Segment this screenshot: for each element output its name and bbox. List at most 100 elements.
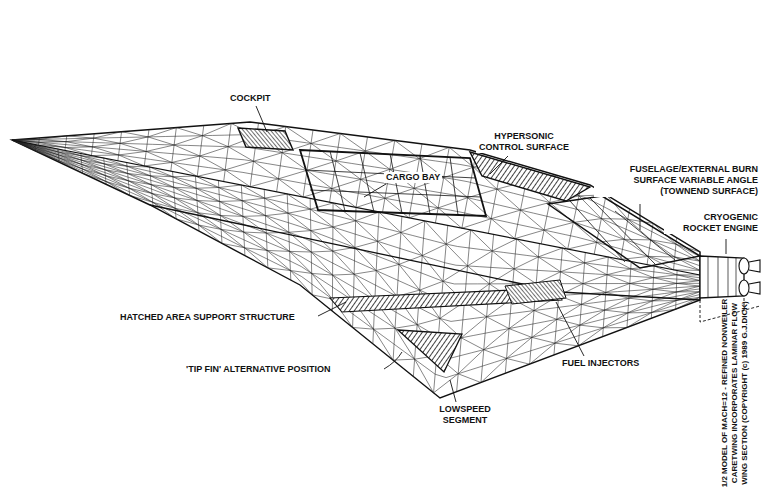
mesh-line xyxy=(303,189,332,198)
mesh-line xyxy=(652,300,676,301)
mesh-line xyxy=(492,251,514,269)
mesh-line xyxy=(628,219,651,240)
mesh-line xyxy=(311,251,333,253)
mesh-line xyxy=(484,350,507,359)
mesh-line xyxy=(507,358,530,364)
cargo-bay-frames xyxy=(305,151,481,215)
mesh-line xyxy=(36,151,59,161)
mesh-line xyxy=(290,251,312,253)
mesh-line xyxy=(607,269,631,275)
mesh-line xyxy=(530,244,540,365)
mesh-line xyxy=(91,134,94,156)
mesh-line xyxy=(66,142,92,147)
mesh-line xyxy=(555,343,578,346)
mesh-line xyxy=(585,257,609,263)
mesh-line xyxy=(146,151,172,162)
mesh-line xyxy=(401,221,425,232)
mesh-line xyxy=(378,232,401,241)
mesh-line xyxy=(148,128,176,137)
mesh-line xyxy=(130,195,153,202)
mesh-line xyxy=(557,304,582,319)
mesh-line xyxy=(289,231,311,233)
mesh-line xyxy=(514,269,536,284)
mesh-line xyxy=(225,161,253,170)
mesh-line xyxy=(265,213,288,215)
mesh-line xyxy=(393,217,402,361)
mesh-line xyxy=(434,374,459,393)
mesh-line xyxy=(580,325,603,328)
mesh-line xyxy=(399,264,420,290)
mesh-line xyxy=(106,181,130,195)
mesh-line xyxy=(241,185,245,256)
part-label: HATCHED AREA SUPPORT STRUCTURE xyxy=(118,312,297,323)
mesh-line xyxy=(628,301,652,313)
mesh-line xyxy=(219,185,242,187)
mesh-line xyxy=(122,132,148,137)
mesh-line xyxy=(250,179,278,187)
mesh-line xyxy=(265,194,288,198)
fuel-injectors xyxy=(505,280,566,304)
mesh-line xyxy=(468,251,493,266)
burn-surface-ribs xyxy=(570,198,675,264)
mesh-line xyxy=(197,200,220,202)
mesh-line xyxy=(544,222,573,230)
mesh-line xyxy=(39,141,66,143)
mesh-line xyxy=(81,160,104,164)
part-label: HYPERSONIC CONTROL SURFACE xyxy=(476,131,572,153)
mesh-line xyxy=(104,164,127,174)
mesh-line xyxy=(82,164,105,169)
mesh-line xyxy=(353,327,374,329)
mesh-line xyxy=(12,140,700,284)
mesh-line xyxy=(12,140,36,151)
mesh-line xyxy=(144,162,172,166)
mesh-line xyxy=(491,219,515,239)
mesh-line xyxy=(652,309,676,312)
mesh-line xyxy=(196,188,219,201)
mesh-line xyxy=(253,161,278,179)
mesh-line xyxy=(677,283,700,286)
mesh-line xyxy=(221,229,244,232)
mesh-line xyxy=(462,219,491,229)
mesh-line xyxy=(624,239,650,241)
mesh-line xyxy=(12,140,700,261)
mesh-line xyxy=(128,181,152,194)
mesh-line xyxy=(677,281,700,284)
mesh-line xyxy=(129,188,153,202)
mesh-line xyxy=(654,275,677,278)
mesh-line xyxy=(39,136,67,140)
mesh-line xyxy=(105,176,128,181)
mesh-line xyxy=(603,327,627,328)
mesh-line xyxy=(82,164,106,175)
mesh-line xyxy=(652,292,676,301)
mesh-line xyxy=(312,273,333,275)
mesh-line xyxy=(606,195,628,219)
mesh-line xyxy=(290,251,312,273)
part-label: FUEL INJECTORS xyxy=(560,358,641,369)
mesh-line xyxy=(200,156,225,170)
mesh-line xyxy=(415,359,434,393)
mesh-line xyxy=(172,156,200,162)
mesh-line xyxy=(265,198,288,213)
mesh-line xyxy=(376,271,397,297)
mesh-line xyxy=(605,298,629,310)
mesh-line xyxy=(581,304,604,310)
mesh-line xyxy=(278,170,307,179)
mesh-line xyxy=(174,187,197,200)
mesh-line xyxy=(461,317,486,338)
mesh-line xyxy=(534,311,557,320)
mesh-line xyxy=(35,150,58,158)
mesh-line xyxy=(422,244,446,255)
mesh-line xyxy=(221,229,244,247)
mesh-line xyxy=(532,337,555,343)
mesh-line xyxy=(438,208,462,228)
mesh-line xyxy=(253,153,282,162)
mesh-line xyxy=(355,241,378,247)
mesh-line xyxy=(336,161,361,179)
mesh-line xyxy=(333,274,355,276)
mesh-line xyxy=(311,227,333,231)
mesh-line xyxy=(607,275,630,284)
spine-line xyxy=(12,140,700,275)
mesh-line xyxy=(12,140,700,270)
